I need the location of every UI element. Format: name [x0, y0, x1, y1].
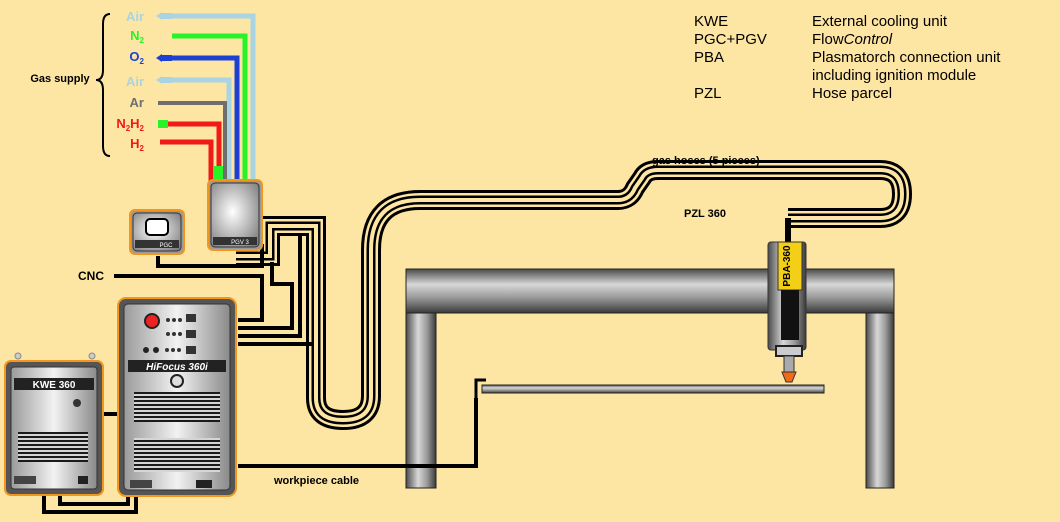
- gas-hoses-label: gas hoses (5 pieces): [652, 155, 760, 167]
- gas-supply: Gas supply Air N2 O2 Air Ar N2H2 H2: [30, 9, 256, 182]
- brace: [95, 13, 111, 157]
- gas-label-air-2: Air: [126, 74, 144, 89]
- gantry-beam: [405, 268, 895, 314]
- hifocus-label: HiFocus 360i: [146, 362, 208, 373]
- n2h2-green-block: [213, 166, 223, 182]
- torch-tip: [781, 371, 797, 383]
- pgc-label: PGC: [159, 243, 173, 249]
- fitting-n2h2-icon: [158, 120, 168, 128]
- legend-desc-pgc-pgv: FlowControl: [812, 31, 893, 48]
- gas-supply-title: Gas supply: [30, 73, 90, 85]
- legend-desc-kwe: External cooling unit: [812, 13, 948, 30]
- pgc-pgv-line: [156, 244, 264, 268]
- workpiece-clamp: [474, 378, 486, 398]
- cnc-line: [114, 274, 264, 322]
- fitting-o2-icon: [156, 54, 172, 62]
- pgc-display: [145, 218, 169, 236]
- gas-line-air-2: [172, 77, 232, 182]
- legend-desc-pba-2: including ignition module: [812, 67, 976, 84]
- gas-line-ar: [158, 101, 227, 182]
- gantry-leg-left: [405, 309, 437, 489]
- workpiece-cable: [238, 398, 478, 468]
- gas-line-h2: [160, 139, 214, 182]
- pgc-unit: PGC: [129, 209, 185, 255]
- power-line-1: [238, 262, 294, 330]
- fitting-air-1-icon: [156, 12, 172, 20]
- pba-label: PBA-360: [782, 245, 793, 287]
- legend-desc-pba: Plasmatorch connection unit: [812, 49, 1001, 66]
- pgv-label: PGV 3: [231, 240, 249, 246]
- kwe-label: KWE 360: [33, 380, 76, 391]
- kwe-unit: KWE 360: [4, 352, 104, 496]
- gas-line-n2h2: [160, 121, 222, 170]
- gas-line-n2: [172, 33, 248, 182]
- pgv-unit: PGV 3: [207, 179, 263, 251]
- cnc-label: CNC: [78, 269, 104, 283]
- gas-line-o2: [172, 55, 240, 182]
- gas-label-ar: Ar: [130, 95, 144, 110]
- gas-label-n2: N2: [130, 28, 144, 45]
- hifocus-unit: HiFocus 360i: [117, 297, 237, 497]
- plasma-torch: PBA-360: [767, 241, 807, 383]
- workpiece-cable-label: workpiece cable: [273, 475, 359, 487]
- workpiece-rail: [481, 384, 825, 394]
- legend-abbr-kwe: KWE: [694, 13, 728, 30]
- gas-lines: [158, 13, 256, 182]
- legend-abbr-pba: PBA: [694, 49, 724, 66]
- legend: KWE External cooling unit PGC+PGV FlowCo…: [694, 13, 1001, 102]
- hose-package: [42, 160, 913, 514]
- pzl-label: PZL 360: [684, 208, 726, 220]
- gantry-leg-right: [865, 309, 895, 489]
- gas-label-air-1: Air: [126, 9, 144, 24]
- legend-abbr-pzl: PZL: [694, 85, 722, 102]
- gas-label-o2: O2: [129, 49, 144, 66]
- gas-label-n2h2: N2H2: [116, 116, 144, 133]
- power-button-icon: [144, 313, 160, 329]
- gas-label-h2: H2: [130, 136, 144, 153]
- gas-line-air-1: [172, 13, 256, 182]
- fitting-air-2-icon: [156, 76, 172, 84]
- gantry: [405, 268, 895, 489]
- power-line-2: [238, 236, 302, 338]
- legend-desc-pzl: Hose parcel: [812, 85, 892, 102]
- legend-abbr-pgc-pgv: PGC+PGV: [694, 31, 767, 48]
